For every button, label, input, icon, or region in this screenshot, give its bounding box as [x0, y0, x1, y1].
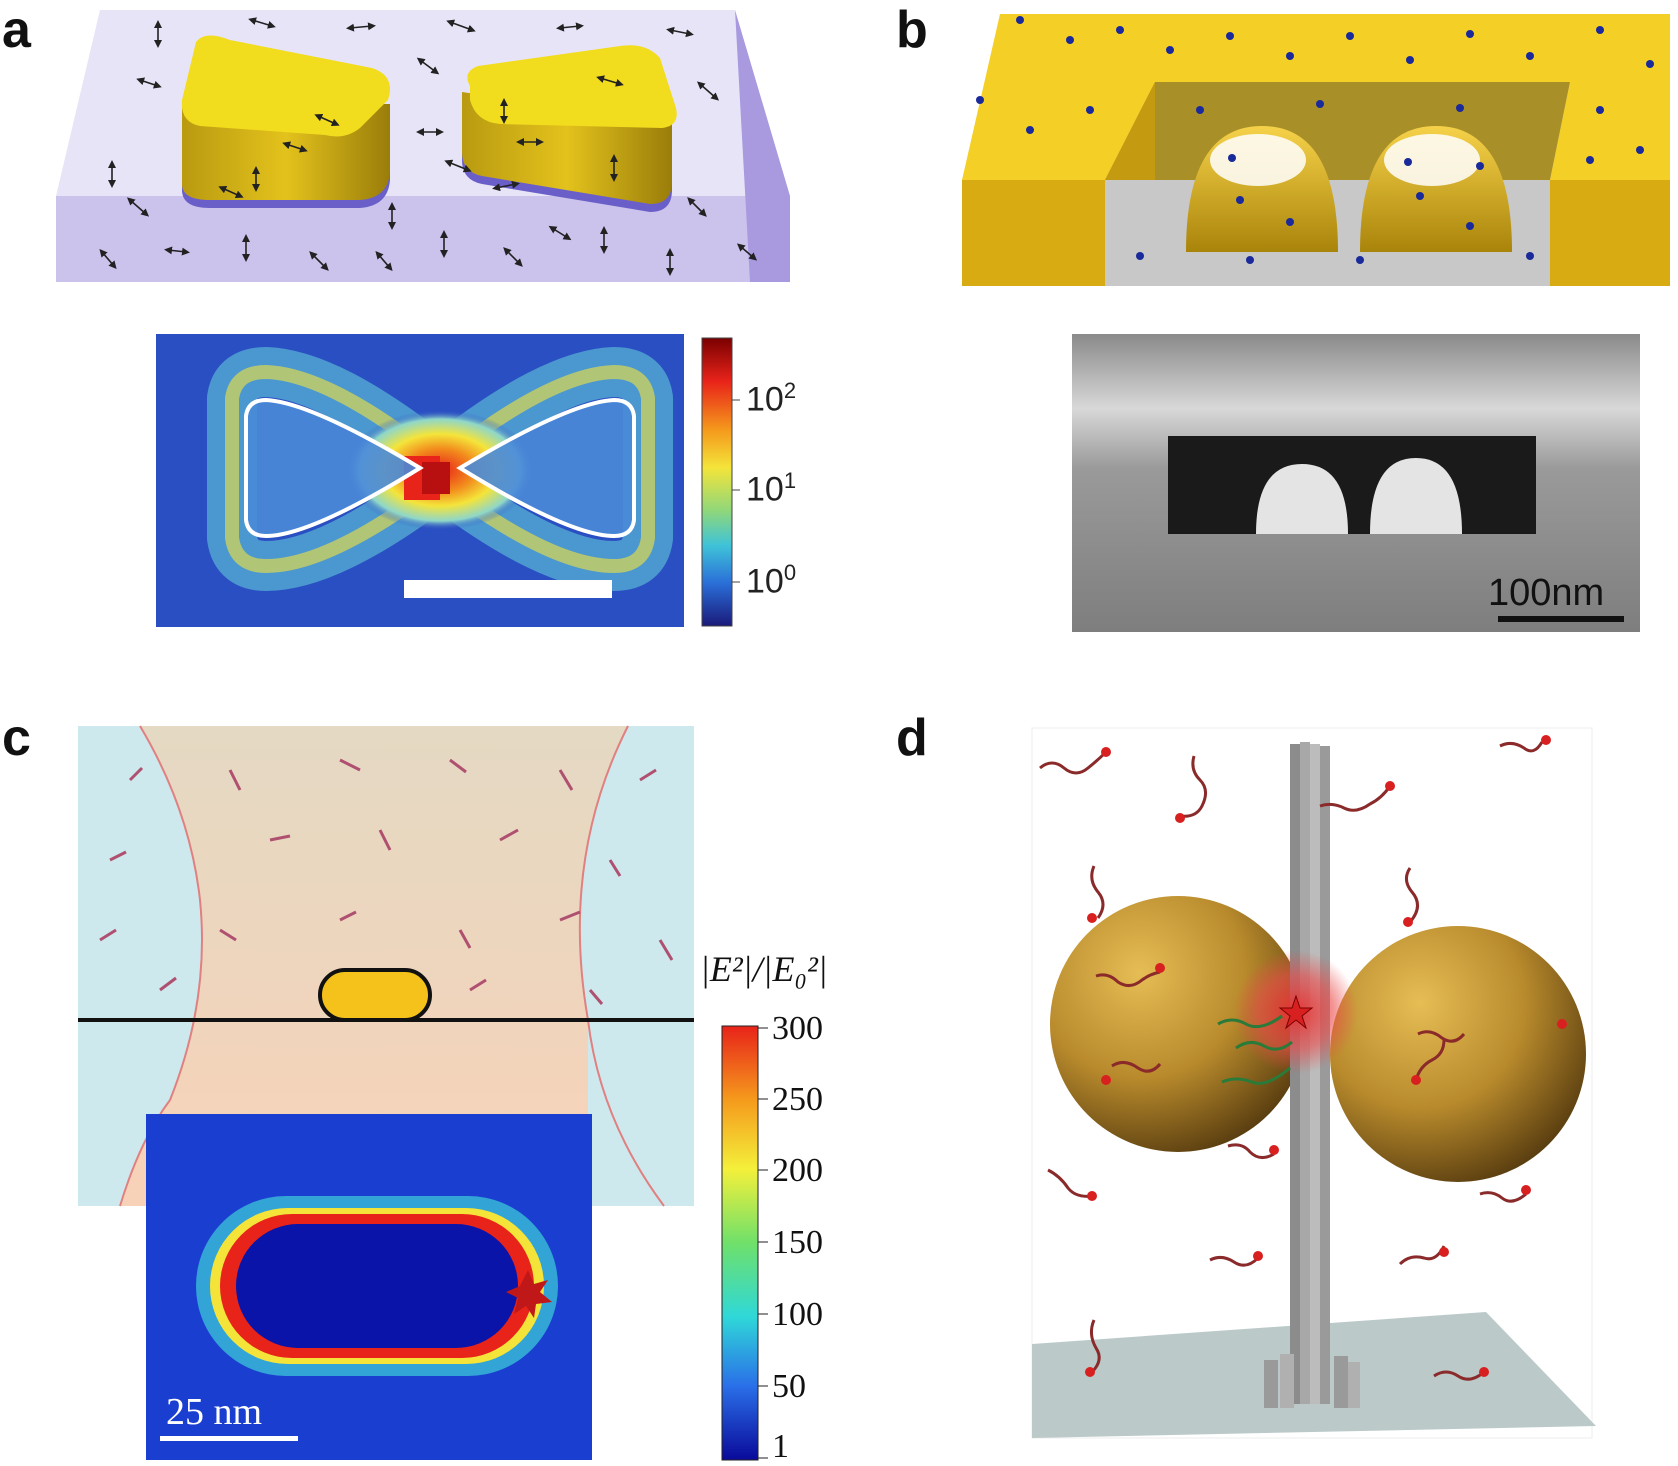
colorbar-a-tick-10: 101	[746, 468, 796, 509]
panel-d-illustration	[1031, 727, 1596, 1439]
panel-b-sem	[1072, 334, 1640, 632]
particle-outline-left	[244, 397, 424, 539]
colorbar-a	[701, 337, 740, 627]
panel-c-field-map	[146, 1114, 592, 1460]
focused-beam	[120, 726, 628, 1206]
gold-nanorod	[318, 968, 432, 1022]
fluorophore-star	[1278, 994, 1314, 1030]
substrate-side	[735, 10, 790, 282]
colorbar-a-tick-exp: 0	[783, 560, 797, 585]
colorbar-a-tick-base: 10	[746, 470, 784, 509]
panel-b-illustration	[962, 14, 1670, 286]
dipole-arrows-a	[99, 17, 758, 276]
sem-dome-right	[1370, 458, 1462, 534]
colorbar-c-tick: 50	[772, 1368, 806, 1405]
panel-label-a: a	[2, 1, 31, 59]
molecules-b	[976, 16, 1654, 264]
substrate-top	[56, 10, 790, 196]
colorbar-a-tick-exp: 2	[783, 378, 797, 403]
panel-label-d: d	[896, 709, 928, 767]
scale-bar-b-label: 100nm	[1488, 572, 1605, 614]
colorbar-c	[721, 1025, 768, 1461]
panel-label-c: c	[2, 709, 31, 767]
colorbar-a-tick-base: 10	[746, 562, 784, 601]
dna-labels	[1085, 735, 1567, 1377]
gold-prism-left	[181, 35, 390, 208]
panel-a-illustration	[56, 10, 790, 282]
colorbar-c-title: |E²|/|E₀²|	[700, 949, 828, 989]
colorbar-c-tick: 150	[772, 1224, 823, 1261]
gold-prism-right	[462, 45, 677, 212]
scale-bar-c	[160, 1436, 298, 1441]
gold-film-front-right	[1550, 180, 1670, 286]
colorbar-a-tick-100: 102	[746, 378, 796, 419]
colorbar-c-tick: 100	[772, 1296, 823, 1333]
nanorod-cross-section	[236, 1224, 518, 1348]
emitter-star	[506, 1270, 552, 1318]
scale-bar-b	[1498, 616, 1624, 622]
gold-film-front-left	[962, 180, 1105, 286]
panel-a-field-map	[156, 334, 684, 627]
colorbar-a-tick-exp: 1	[783, 468, 797, 493]
colorbar-c-tick: 200	[772, 1152, 823, 1189]
colorbar-c-tick: 300	[772, 1010, 823, 1047]
colorbar-c-tick: 250	[772, 1081, 823, 1118]
sem-dome-left	[1256, 464, 1348, 534]
scale-bar-c-label: 25 nm	[166, 1391, 263, 1433]
gold-sphere-left	[1050, 896, 1306, 1152]
particle-outline-right	[456, 397, 636, 539]
gold-film-top	[962, 14, 1670, 180]
panel-label-b: b	[896, 1, 928, 59]
colorbar-a-tick-1: 100	[746, 560, 796, 601]
gold-sphere-right	[1330, 926, 1586, 1182]
substrate-front	[56, 196, 790, 282]
sem-trench	[1168, 436, 1536, 534]
colorbar-a-tick-base: 10	[746, 380, 784, 419]
scale-bar-a	[404, 580, 612, 598]
colorbar-c-tick: 1	[772, 1428, 789, 1465]
dipoles-c	[99, 758, 674, 1005]
dna-strands	[1039, 741, 1544, 1381]
